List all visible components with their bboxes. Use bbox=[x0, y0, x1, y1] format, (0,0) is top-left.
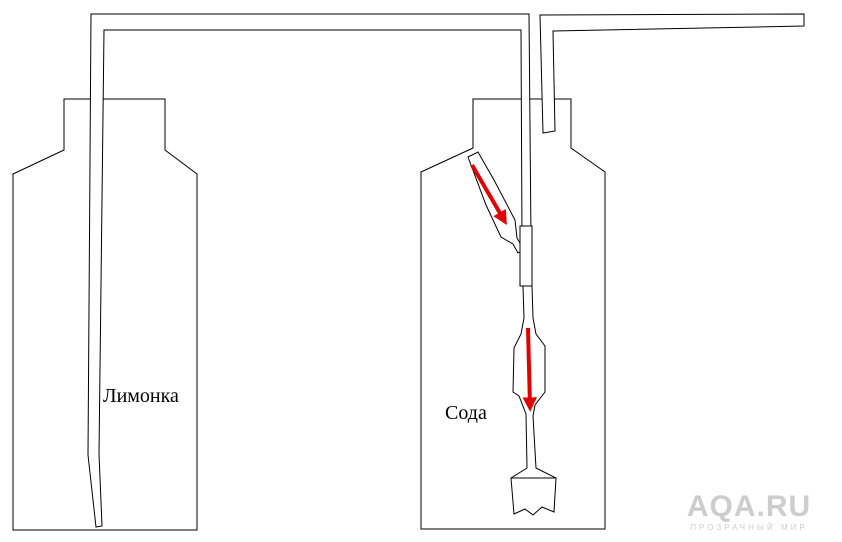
right-bottle bbox=[420, 98, 606, 530]
outlet-tube bbox=[539, 13, 805, 134]
watermark-title: AQA.RU bbox=[686, 490, 812, 523]
left-bottle bbox=[12, 98, 198, 531]
flow-arrow-upper bbox=[470, 163, 507, 225]
connecting-tube bbox=[87, 13, 532, 528]
watermark-subtitle: ПРОЗРАЧНЫЙ МИР bbox=[690, 523, 808, 532]
label-limonka: Лимонка bbox=[103, 385, 179, 407]
label-soda: Сода bbox=[445, 402, 487, 424]
watermark-logo: AQA.RU ПРОЗРАЧНЫЙ МИР bbox=[674, 492, 824, 532]
joint-sleeve bbox=[519, 225, 533, 287]
flow-arrow-lower bbox=[522, 327, 537, 412]
